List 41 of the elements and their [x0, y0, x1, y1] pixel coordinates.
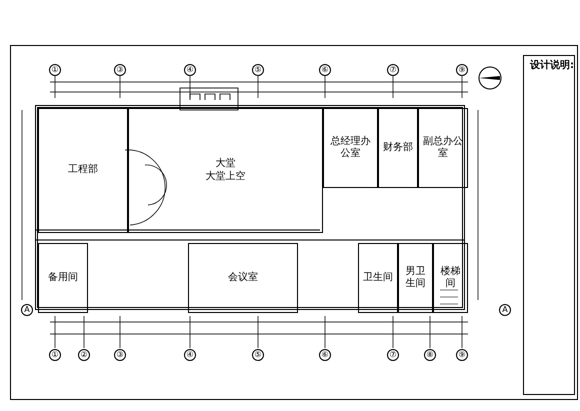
room-label: 男卫生间 — [404, 266, 426, 290]
grid-axis-bubble: ⑥ — [319, 349, 331, 361]
grid-axis-bubble: A — [499, 304, 511, 316]
room — [358, 243, 398, 313]
room-label: 工程部 — [67, 164, 99, 177]
room-label: 大堂上空 — [204, 170, 246, 183]
grid-axis-bubble: ① — [49, 64, 61, 76]
title-block — [523, 55, 575, 395]
grid-axis-bubble: ① — [49, 349, 61, 361]
grid-axis-bubble: ⑥ — [319, 64, 331, 76]
room-label: 备用间 — [47, 272, 79, 284]
grid-axis-bubble: ③ — [114, 349, 126, 361]
grid-axis-bubble: ④ — [184, 349, 196, 361]
grid-axis-bubble: ③ — [114, 64, 126, 76]
grid-axis-bubble: ⑦ — [387, 349, 399, 361]
room — [418, 108, 468, 188]
room — [433, 243, 468, 313]
room-label: 总经理办公室 — [330, 136, 372, 160]
grid-axis-bubble: ④ — [184, 64, 196, 76]
room-label: 财务部 — [382, 142, 414, 154]
grid-axis-bubble: ⑤ — [252, 349, 264, 361]
room-label: 副总办公室 — [422, 136, 464, 160]
room-label: 楼梯间 — [440, 266, 462, 290]
grid-axis-bubble: ⑨ — [456, 349, 468, 361]
grid-axis-bubble: ⑦ — [387, 64, 399, 76]
room-label: 大堂 — [214, 158, 236, 170]
grid-axis-bubble: A — [21, 304, 33, 316]
notes-heading: 设计说明: — [528, 60, 575, 72]
room — [398, 243, 433, 313]
room — [323, 108, 378, 188]
grid-axis-bubble: ② — [78, 349, 90, 361]
room — [378, 108, 418, 188]
room — [38, 243, 88, 313]
room — [188, 243, 298, 313]
room — [128, 108, 323, 233]
room-label: 卫生间 — [362, 272, 394, 284]
room-label: 会议室 — [227, 272, 259, 284]
grid-axis-bubble: ⑨ — [456, 64, 468, 76]
room — [38, 108, 128, 233]
grid-axis-bubble: ⑤ — [252, 64, 264, 76]
grid-axis-bubble: ⑧ — [424, 349, 436, 361]
